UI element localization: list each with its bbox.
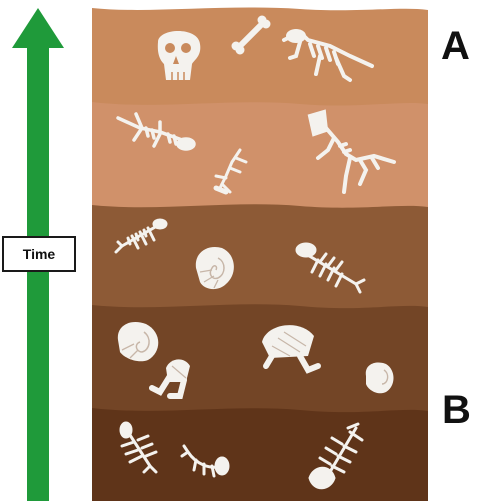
rock-layer-4 (92, 304, 428, 420)
rock-layer-3 (92, 204, 428, 320)
layer-label-a: A (441, 26, 470, 66)
time-label: Time (2, 236, 76, 272)
rock-column (92, 8, 428, 501)
ammonite-fossil-3 (366, 363, 394, 394)
rock-layer-2 (92, 102, 428, 220)
layer-label-b: B (442, 390, 471, 430)
